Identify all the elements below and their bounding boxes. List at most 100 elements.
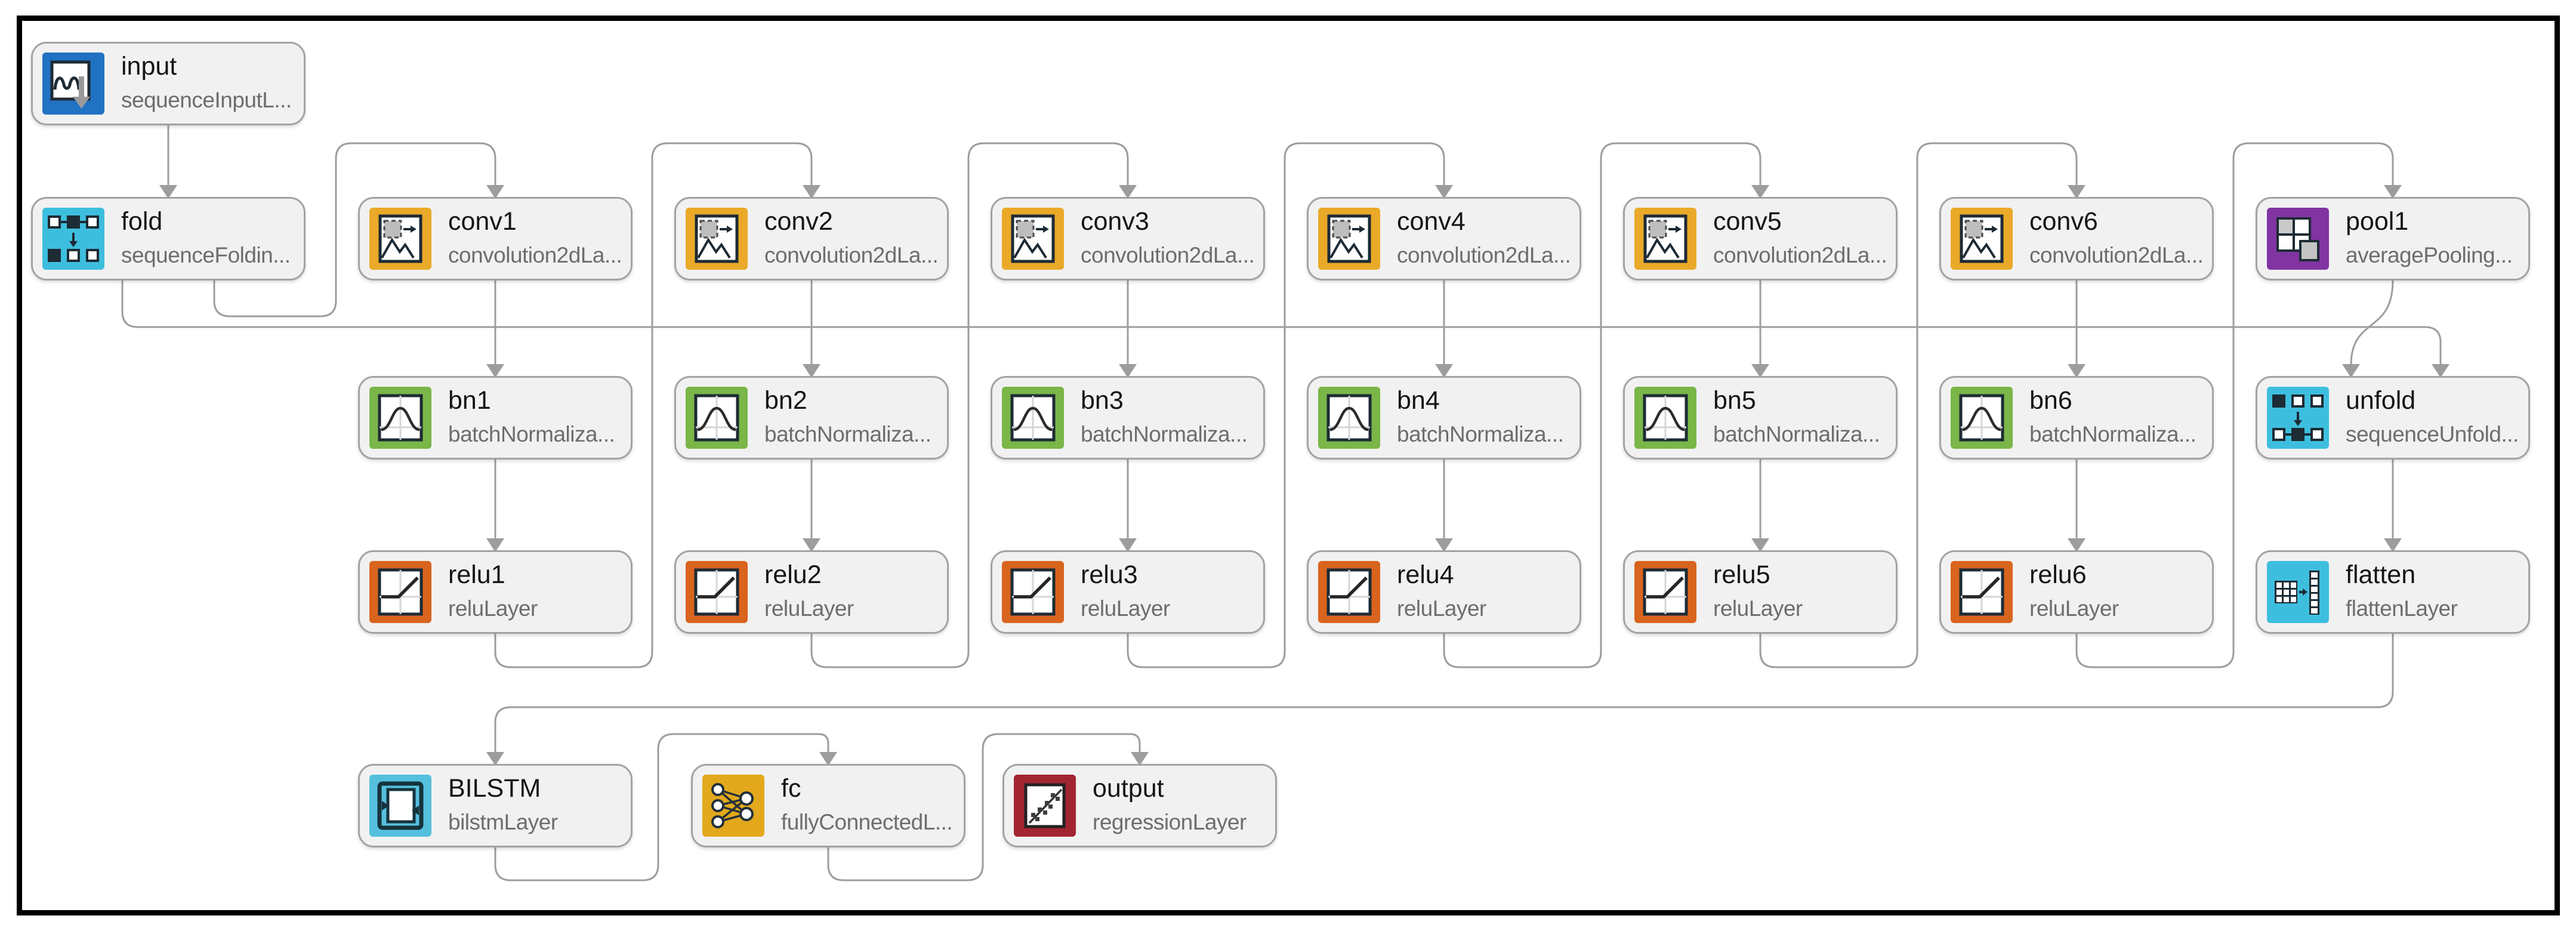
connection-relu1-conv2[interactable] [494,142,813,668]
layer-subtitle: flattenLayer [2346,596,2458,621]
connection-relu2-conv3[interactable] [810,142,1129,668]
layer-title: bn3 [1081,386,1124,415]
connection-relu4-conv5-arrowhead [1751,185,1769,199]
connection-bn6-relu6-arrowhead [2068,538,2086,552]
convolution-2d-layer-icon [369,208,431,270]
layer-title: conv5 [1713,207,1782,236]
connection-fold-unfold-arrowhead [2432,364,2449,378]
convolution-2d-layer-icon [686,208,748,270]
batch-norm-layer-icon [369,387,431,449]
layer-title: unfold [2346,386,2416,415]
layer-subtitle: convolution2dLa... [764,243,939,267]
connection-bn5-relu5-arrowhead [1751,538,1769,552]
connection-conv4-bn4-arrowhead [1435,364,1453,378]
layer-node-unfold[interactable]: unfold sequenceUnfold... [2256,376,2530,460]
regression-layer-icon [1014,775,1076,837]
connection-fold-unfold[interactable] [121,280,2442,365]
convolution-2d-layer-icon [1634,208,1696,270]
layer-title: relu2 [764,560,822,589]
layer-subtitle: convolution2dLa... [1081,243,1255,267]
connection-flatten-BILSTM[interactable] [494,634,2394,753]
flatten-layer-icon [2267,561,2329,623]
layer-title: bn1 [448,386,491,415]
layer-subtitle: batchNormaliza... [764,422,931,446]
connection-relu6-pool1-arrowhead [2384,185,2402,199]
layer-subtitle: batchNormaliza... [2029,422,2196,446]
layer-node-relu3[interactable]: relu3 reluLayer [991,550,1265,634]
layer-node-bn2[interactable]: bn2 batchNormaliza... [674,376,949,460]
layer-title: conv4 [1397,207,1466,236]
layer-node-fc[interactable]: fc fullyConnectedL... [691,764,965,847]
connection-relu3-conv4[interactable] [1127,142,1445,668]
layer-subtitle: fullyConnectedL... [781,810,953,834]
connection-relu5-conv6[interactable] [1759,142,2078,668]
layer-title: relu4 [1397,560,1454,589]
layer-subtitle: regressionLayer [1093,810,1247,834]
layer-title: BILSTM [448,774,541,803]
layer-subtitle: reluLayer [1081,596,1170,621]
connection-conv6-bn6-arrowhead [2068,364,2086,378]
bilstm-layer-icon [369,775,431,837]
layer-node-bn5[interactable]: bn5 batchNormaliza... [1623,376,1898,460]
connection-conv5-bn5-arrowhead [1751,364,1769,378]
convolution-2d-layer-icon [1318,208,1380,270]
connection-pool1-unfold[interactable] [2350,280,2394,366]
connection-relu2-conv3-arrowhead [1119,185,1137,199]
layer-title: input [121,52,177,81]
batch-norm-layer-icon [686,387,748,449]
connection-fc-output[interactable] [827,733,1141,881]
connection-relu4-conv5[interactable] [1443,142,1761,668]
convolution-2d-layer-icon [1002,208,1064,270]
layer-subtitle: sequenceUnfold... [2346,422,2519,446]
connection-BILSTM-fc-arrowhead [819,752,837,766]
layer-title: relu5 [1713,560,1770,589]
connection-unfold-flatten-arrowhead [2384,538,2402,552]
batch-norm-layer-icon [1951,387,2013,449]
connection-relu6-pool1[interactable] [2075,142,2394,668]
connection-fc-output-arrowhead [1131,752,1149,766]
connection-flatten-BILSTM-arrowhead [486,752,504,766]
layer-title: bn2 [764,386,807,415]
layer-node-relu4[interactable]: relu4 reluLayer [1307,550,1581,634]
batch-norm-layer-icon [1318,387,1380,449]
layer-node-conv4[interactable]: conv4 convolution2dLa... [1307,197,1581,280]
layer-node-bn3[interactable]: bn3 batchNormaliza... [991,376,1265,460]
fully-connected-layer-icon [702,775,764,837]
layer-subtitle: batchNormaliza... [1081,422,1248,446]
layer-subtitle: convolution2dLa... [1397,243,1571,267]
batch-norm-layer-icon [1634,387,1696,449]
layer-title: bn5 [1713,386,1756,415]
layer-subtitle: reluLayer [1397,596,1486,621]
connection-fold-conv1[interactable] [213,142,496,317]
convolution-2d-layer-icon [1951,208,2013,270]
layer-title: fc [781,774,801,803]
connection-relu3-conv4-arrowhead [1435,185,1453,199]
connection-BILSTM-fc[interactable] [494,733,829,881]
layer-subtitle: batchNormaliza... [1397,422,1564,446]
connection-bn2-relu2-arrowhead [803,538,820,552]
layer-subtitle: batchNormaliza... [1713,422,1880,446]
layer-title: relu3 [1081,560,1138,589]
layer-title: relu1 [448,560,505,589]
sequence-folding-layer-icon [42,208,104,270]
connection-relu1-conv2-arrowhead [803,185,820,199]
